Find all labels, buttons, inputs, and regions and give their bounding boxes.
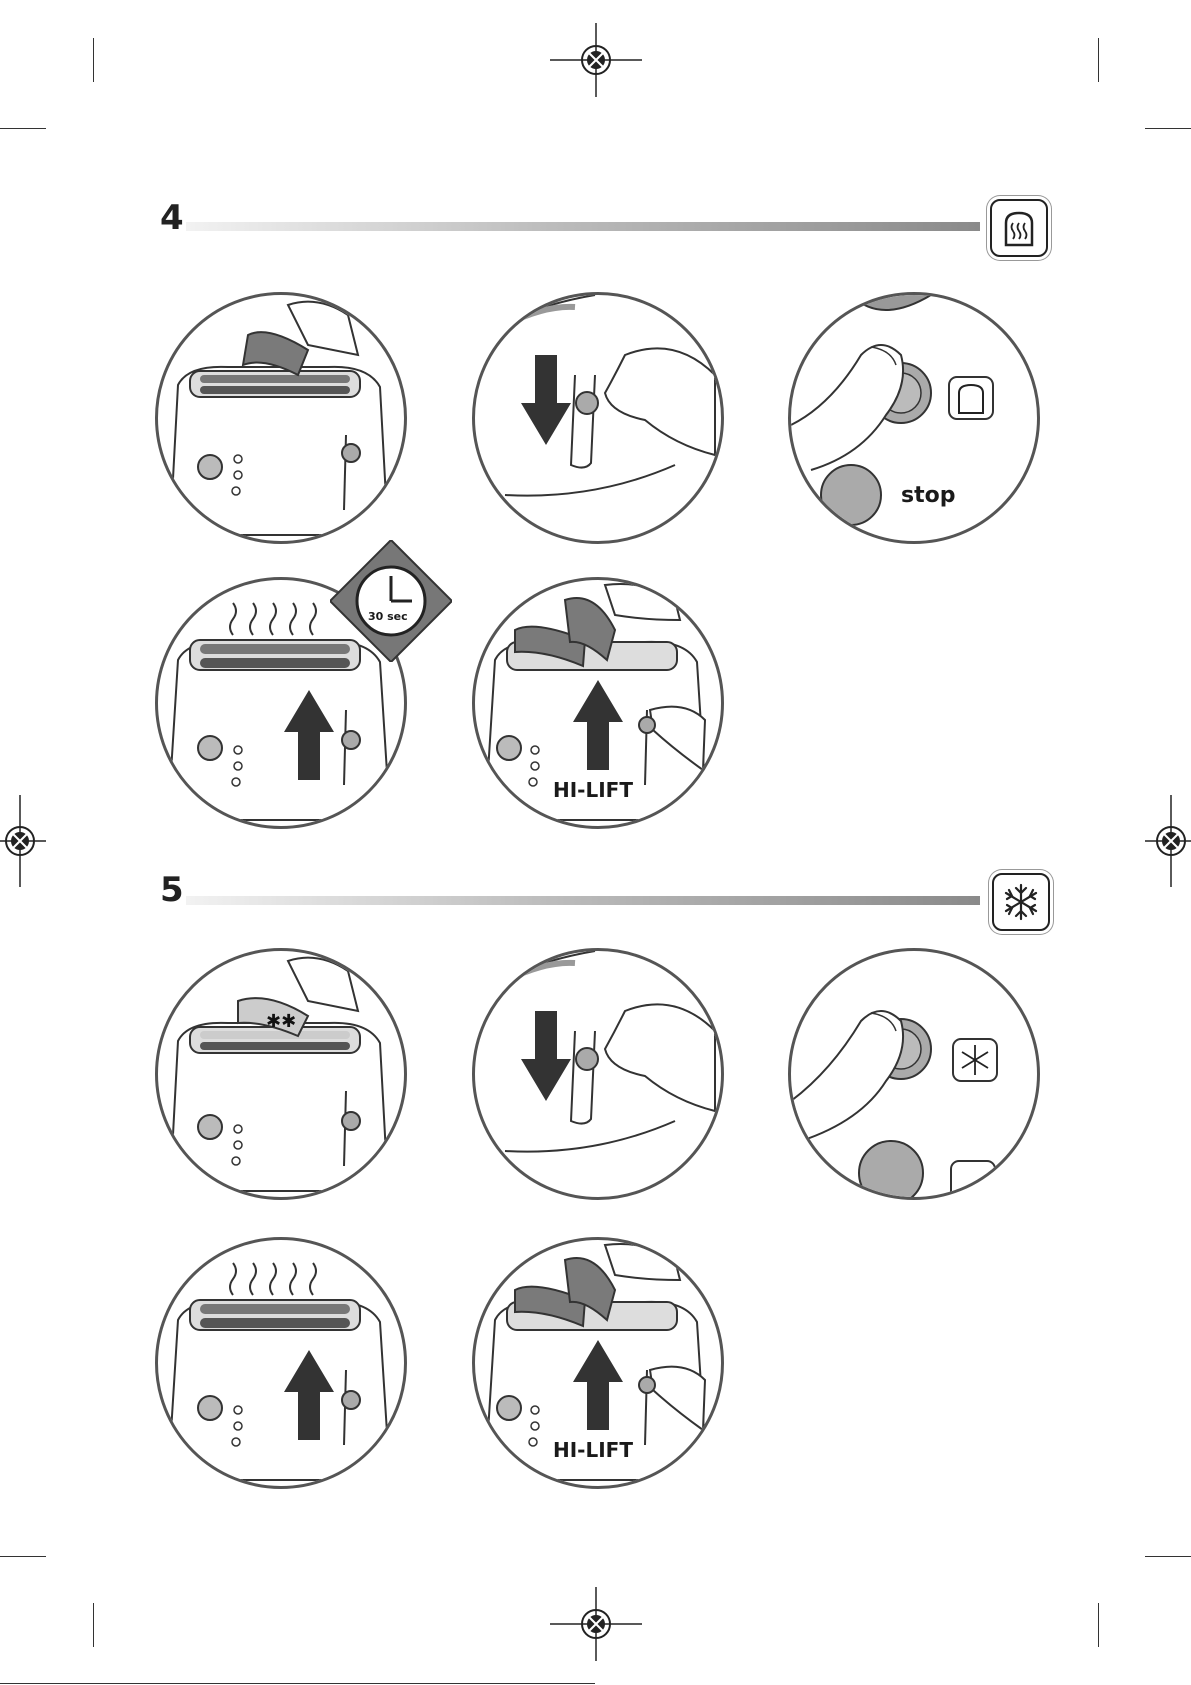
step-insert-bread	[155, 292, 407, 544]
crop-mark-br-h	[1145, 1556, 1191, 1557]
hi-lift-label: HI-LIFT	[553, 778, 633, 802]
arrow-down-icon	[521, 355, 571, 445]
crop-mark-bl-v	[93, 1603, 94, 1647]
defrost-setting-badge	[992, 873, 1050, 931]
arrow-down-icon	[521, 1011, 571, 1101]
crop-mark-tr-v	[1098, 38, 1099, 82]
crop-mark-tr-h	[1145, 128, 1191, 129]
registration-mark-top	[550, 23, 642, 97]
registration-mark-right	[1145, 795, 1191, 887]
section-divider-bar	[186, 896, 980, 905]
crop-mark-bl-h	[0, 1556, 46, 1557]
svg-text:✱✱: ✱✱	[266, 1011, 296, 1032]
step-hi-lift: HI-LIFT	[472, 577, 724, 829]
crop-mark-tl-h	[0, 128, 46, 129]
snowflake-icon	[994, 875, 1048, 929]
step-press-lever	[472, 292, 724, 544]
step-press-defrost	[788, 948, 1040, 1200]
toast-setting-badge	[990, 199, 1048, 257]
section-divider-bar	[186, 222, 980, 231]
section-number: 4	[160, 198, 184, 238]
step-press-stop: stop	[788, 292, 1040, 544]
step-insert-frozen-bread: ✱✱	[155, 948, 407, 1200]
step-hi-lift: HI-LIFT	[472, 1237, 724, 1489]
toast-icon	[992, 201, 1046, 255]
section-number: 5	[160, 870, 184, 910]
timer-label: 30 sec	[368, 610, 408, 623]
step-press-lever	[472, 948, 724, 1200]
hi-lift-label: HI-LIFT	[553, 1438, 633, 1462]
crop-mark-tl-v	[93, 38, 94, 82]
step-toast-up	[155, 1237, 407, 1489]
timer-badge: 30 sec	[330, 540, 452, 662]
registration-mark-bottom	[550, 1587, 642, 1661]
registration-mark-left	[0, 795, 46, 887]
bottom-rule	[0, 1683, 595, 1684]
stop-label: stop	[901, 483, 955, 508]
crop-mark-br-v	[1098, 1603, 1099, 1647]
